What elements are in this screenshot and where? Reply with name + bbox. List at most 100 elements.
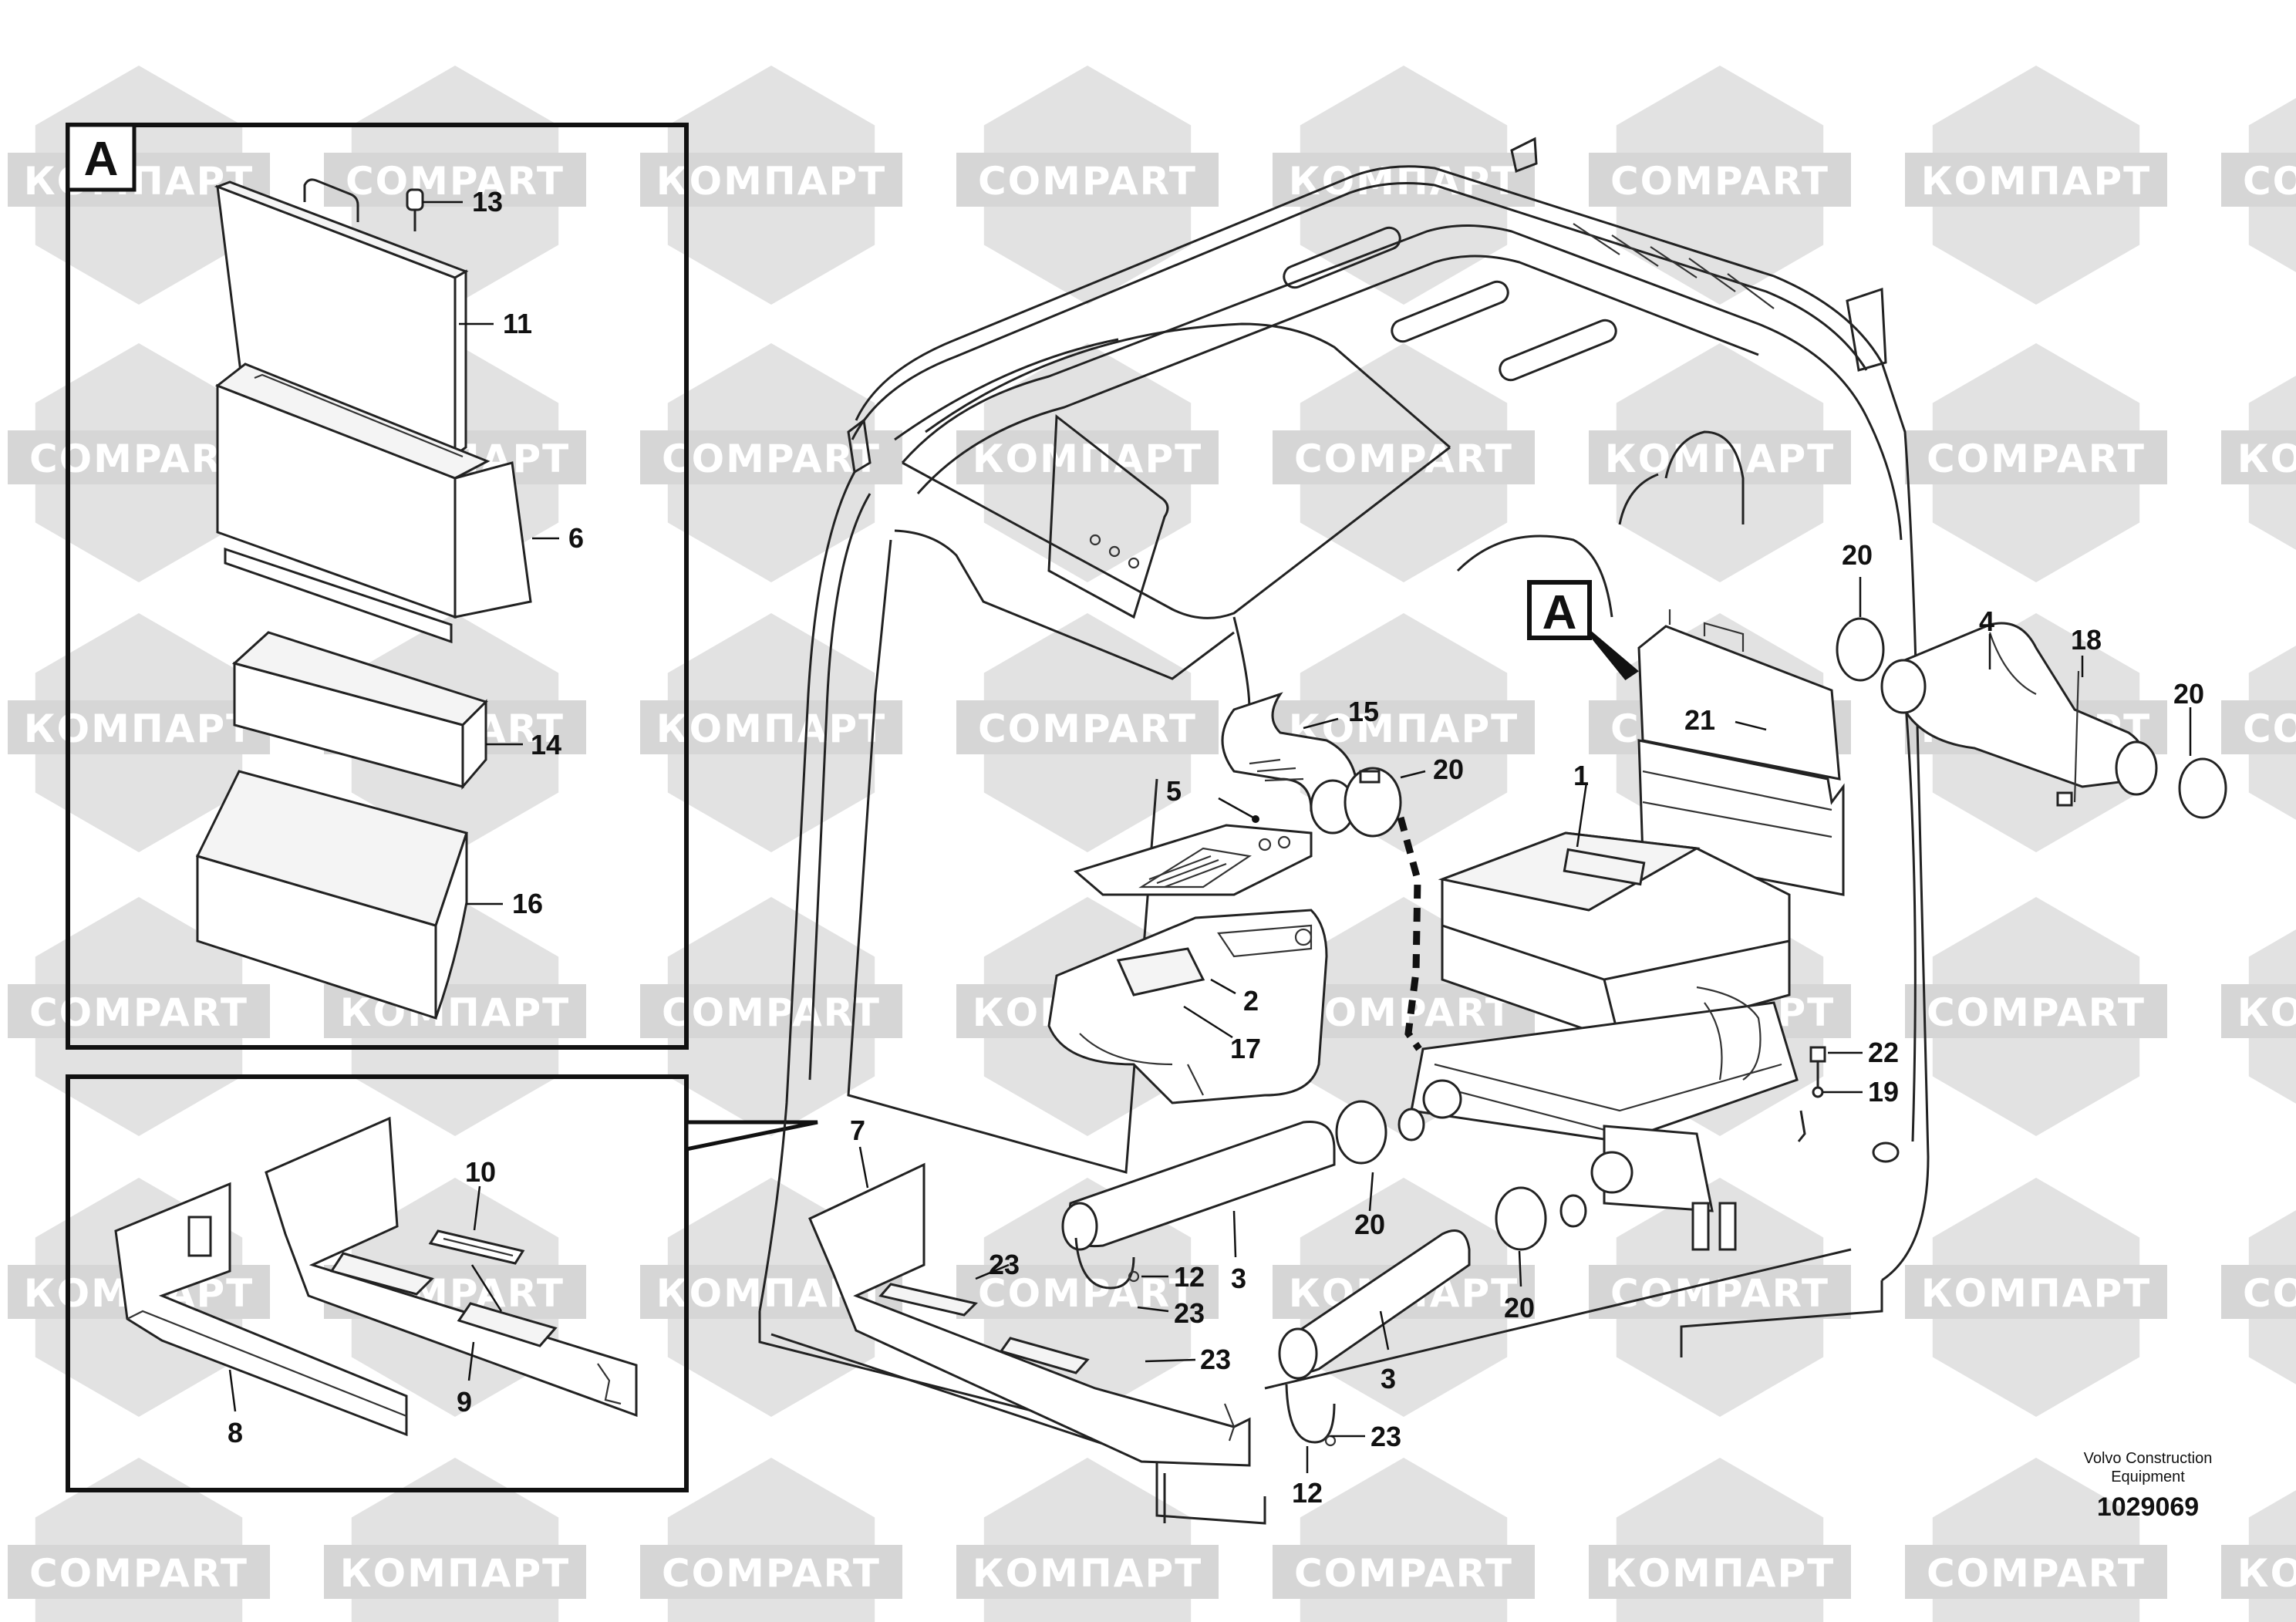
control-housing-part	[1047, 909, 1328, 1104]
watermark-text: COMPART	[29, 1551, 248, 1596]
inset-a-letter-box	[66, 123, 137, 192]
watermark-text: COMPART	[29, 437, 248, 481]
watermark-text: КОМПАРТ	[2237, 990, 2296, 1035]
view-a-letter: A	[1542, 586, 1577, 639]
watermark-stamp: COMPART	[8, 343, 270, 582]
watermark-text: COMPART	[346, 159, 565, 204]
watermark-text: КОМПАРТ	[656, 159, 886, 204]
callout-label: 18	[2071, 624, 2102, 656]
watermark-text: COMPART	[1294, 437, 1513, 481]
inset-a: A	[66, 123, 689, 1050]
duct-left-part	[114, 1182, 408, 1437]
watermark-text: COMPART	[1927, 990, 2146, 1035]
duct-right-part	[265, 1116, 638, 1418]
callout-label: 12	[1292, 1477, 1323, 1509]
watermark-stamp: COMPART	[1273, 1458, 1535, 1622]
watermark-stamp: COMPART	[956, 613, 1219, 852]
watermark-text: COMPART	[662, 990, 881, 1035]
callout-label: 4	[1979, 605, 1994, 637]
hose-part	[1278, 1229, 1471, 1380]
watermark-text: КОМПАРТ	[2237, 1551, 2296, 1596]
inset-floor-frame	[66, 1074, 689, 1492]
watermark-text: КОМПАРТ	[2237, 437, 2296, 481]
watermark-text: COMPART	[1927, 1551, 2146, 1596]
document-number: 1029069	[2097, 1492, 2199, 1522]
watermark-stamp: COMPART	[640, 897, 902, 1136]
main-callout-labels: 15 5 20 2 17 1 21 20 4 18 20 22 19 7 23 …	[850, 539, 2204, 1509]
callout-label: 14	[531, 729, 561, 760]
watermark-text: COMPART	[1610, 1271, 1829, 1316]
watermark-text: КОМПАРТ	[340, 1551, 570, 1596]
watermark-stamp: КОМПАРТ	[1905, 66, 2167, 305]
callout-label: 11	[503, 308, 532, 339]
callout-label: 2	[1243, 985, 1259, 1017]
watermark-text: COMPART	[662, 1551, 881, 1596]
watermark-stamp: COMPART	[1589, 1178, 1851, 1417]
hose-clamp-part	[1495, 1186, 1587, 1251]
watermark-stamp: КОМПАРТ	[1905, 1178, 2167, 1417]
screw-part	[406, 188, 424, 231]
callout-label: 23	[1200, 1344, 1231, 1375]
hose-part	[1061, 1120, 1336, 1251]
watermark-stamp: COMPART	[1273, 343, 1535, 582]
watermark-stamp: COMPART	[1905, 897, 2167, 1136]
callout-label: 17	[1230, 1033, 1261, 1064]
watermark-text: КОМПАРТ	[1921, 159, 2151, 204]
inset-pointer	[684, 1120, 818, 1152]
view-a-box	[1527, 580, 1592, 640]
callout-label: 20	[1433, 754, 1464, 785]
watermark-text: COMPART	[2243, 159, 2296, 204]
hose-clamp-part	[2178, 757, 2227, 819]
callout-label: 12	[1174, 1261, 1205, 1293]
watermark-text: COMPART	[1294, 1551, 1513, 1596]
hose-clamp-part	[1335, 1100, 1425, 1165]
watermark-stamp: COMPART	[1905, 1458, 2167, 1622]
credit-line-1: Volvo Construction	[2084, 1450, 2213, 1467]
callout-label: 6	[568, 522, 584, 554]
watermark-stamp: КОМПАРТ	[1589, 343, 1851, 582]
watermark-text: COMPART	[2243, 706, 2296, 751]
callout-label: 20	[1354, 1209, 1385, 1240]
callout-label: 7	[850, 1114, 865, 1146]
callout-label: 15	[1348, 696, 1379, 727]
main-callouts	[858, 577, 2192, 1473]
callout-label: 9	[457, 1386, 472, 1418]
callout-label: 23	[1371, 1421, 1401, 1452]
footer-credit: Volvo Construction Equipment 1029069	[2084, 1450, 2213, 1522]
watermark-text: КОМПАРТ	[1605, 437, 1835, 481]
hose-elbow-part	[1221, 692, 1359, 835]
watermark-stamp: COMPART	[8, 1458, 270, 1622]
watermark-stamp: COMPART	[2221, 1210, 2296, 1384]
watermark-text: КОМПАРТ	[24, 706, 254, 751]
watermark-text: COMPART	[1610, 159, 1829, 204]
vent-grille-part	[428, 1185, 525, 1312]
watermark-stamp: COMPART	[1589, 66, 1851, 305]
watermark-stamp: КОМПАРТ	[2221, 1490, 2296, 1622]
callout-label: 3	[1381, 1363, 1396, 1394]
callout-label: 22	[1868, 1037, 1899, 1068]
watermark-stamp: COMPART	[2221, 646, 2296, 820]
filter-housing-part	[214, 363, 532, 644]
filter-element-part	[231, 631, 488, 791]
watermark-stamp: КОМПАРТ	[1273, 66, 1535, 305]
fastener-part	[1797, 1046, 1826, 1142]
watermark-stamp: COMPART	[1905, 343, 2167, 582]
watermark-stamp: КОМПАРТ	[956, 343, 1219, 582]
hose-hanger-part	[1285, 1384, 1337, 1447]
watermark-stamp: COMPART	[956, 66, 1219, 305]
watermark-stamp: КОМПАРТ	[640, 613, 902, 852]
watermark-stamp: КОМПАРТ	[324, 1458, 586, 1622]
watermark-text: COMPART	[1927, 437, 2146, 481]
watermark-text: COMPART	[2243, 1271, 2296, 1316]
switch-panel-part	[1073, 824, 1313, 896]
callout-label: 13	[472, 186, 503, 218]
callout-label: 16	[512, 888, 543, 919]
watermark-text: КОМПАРТ	[656, 706, 886, 751]
callout-label: 8	[228, 1417, 243, 1448]
callout-label: 23	[989, 1249, 1020, 1280]
cab-main-view	[758, 137, 1930, 1525]
heater-unit-part	[1410, 831, 1900, 1251]
air-duct-part	[1836, 617, 2158, 807]
